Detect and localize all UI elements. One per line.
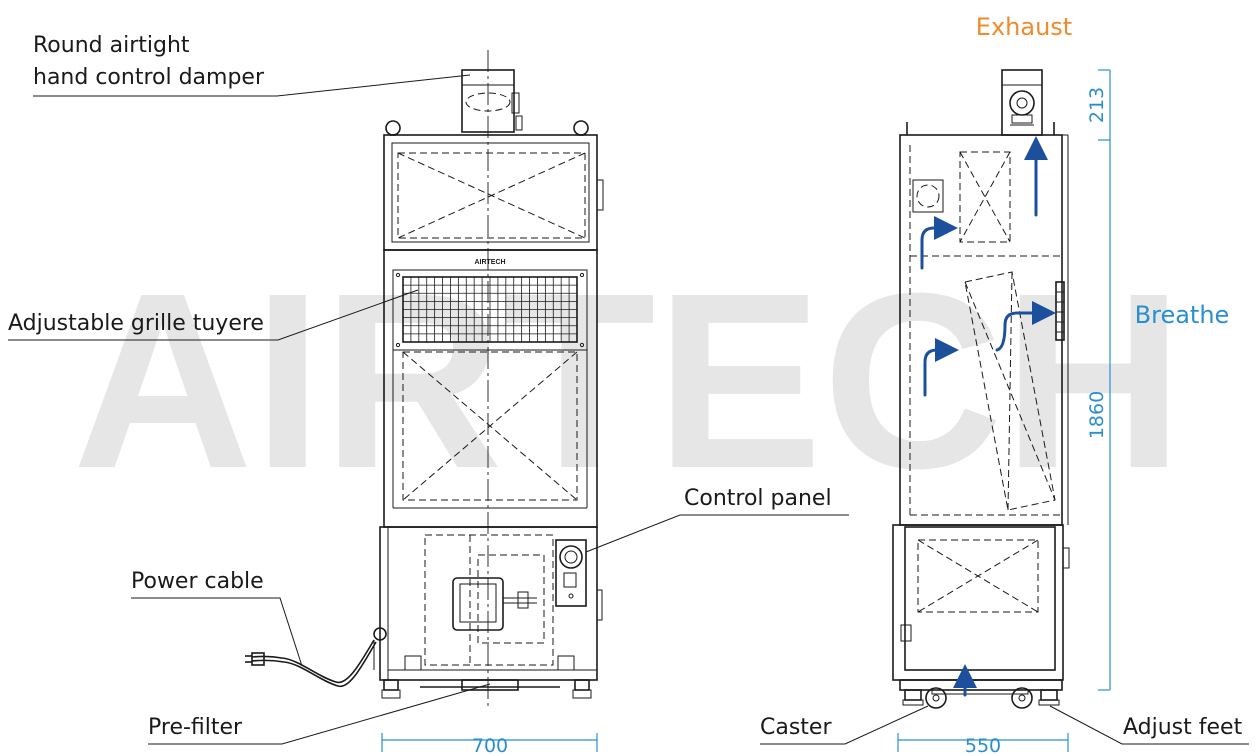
callout-damper-line2: hand control damper	[33, 65, 265, 90]
exhaust-label: Exhaust	[976, 13, 1072, 41]
side-body	[899, 134, 1069, 526]
dimension-height-value: 1860	[1086, 391, 1108, 439]
airflow-arrows	[920, 136, 1056, 697]
side-damper	[1001, 69, 1043, 136]
front-bottom-cabinet	[373, 526, 603, 681]
side-view	[892, 69, 1070, 709]
front-feet	[381, 679, 592, 699]
dimension-side-depth: 550	[897, 733, 1069, 756]
dimension-side-depth-value: 550	[965, 735, 1001, 756]
side-casters	[902, 687, 1060, 709]
dimension-front-width-value: 700	[472, 735, 508, 756]
power-cable	[245, 639, 377, 688]
callout-adjust-feet-label: Adjust feet	[1123, 715, 1243, 740]
callout-power-cable-label: Power cable	[131, 569, 264, 594]
front-lifting-eye-right	[573, 120, 589, 136]
dimension-height: 213 1860	[1086, 69, 1111, 691]
breathe-label: Breathe	[1135, 301, 1230, 329]
callout-control-panel-label: Control panel	[684, 486, 832, 511]
callout-pre-filter: Pre-filter	[148, 683, 491, 745]
callout-control-panel: Control panel	[585, 486, 849, 553]
front-lifting-eye-left	[385, 120, 401, 136]
side-bottom	[892, 524, 1070, 691]
front-middle-cabinet: AIRTECH	[383, 249, 598, 528]
callout-power-cable: Power cable	[131, 569, 303, 667]
callout-damper: Round airtight hand control damper	[33, 33, 471, 97]
callout-pre-filter-label: Pre-filter	[148, 715, 243, 740]
callout-damper-line1: Round airtight	[33, 33, 190, 58]
grille-mesh	[403, 277, 577, 342]
dimension-top-value: 213	[1086, 87, 1108, 123]
caster-wheel-right	[1011, 687, 1033, 709]
callout-caster-label: Caster	[760, 715, 832, 740]
power-plug	[251, 652, 265, 666]
control-panel	[555, 539, 587, 607]
dimension-front-width: 700	[381, 733, 598, 756]
callout-caster: Caster	[760, 705, 929, 745]
brand-plate: AIRTECH	[474, 259, 505, 266]
watermark-text: AIRTECH	[72, 241, 1183, 520]
callout-grille-label: Adjustable grille tuyere	[8, 311, 264, 336]
callout-grille: Adjustable grille tuyere	[8, 289, 419, 341]
front-top-cabinet	[383, 134, 604, 251]
front-damper	[461, 69, 523, 133]
callout-adjust-feet: Adjust feet	[1049, 705, 1249, 745]
caster-wheel-left	[925, 687, 947, 709]
front-view: AIRTECH	[245, 50, 604, 710]
